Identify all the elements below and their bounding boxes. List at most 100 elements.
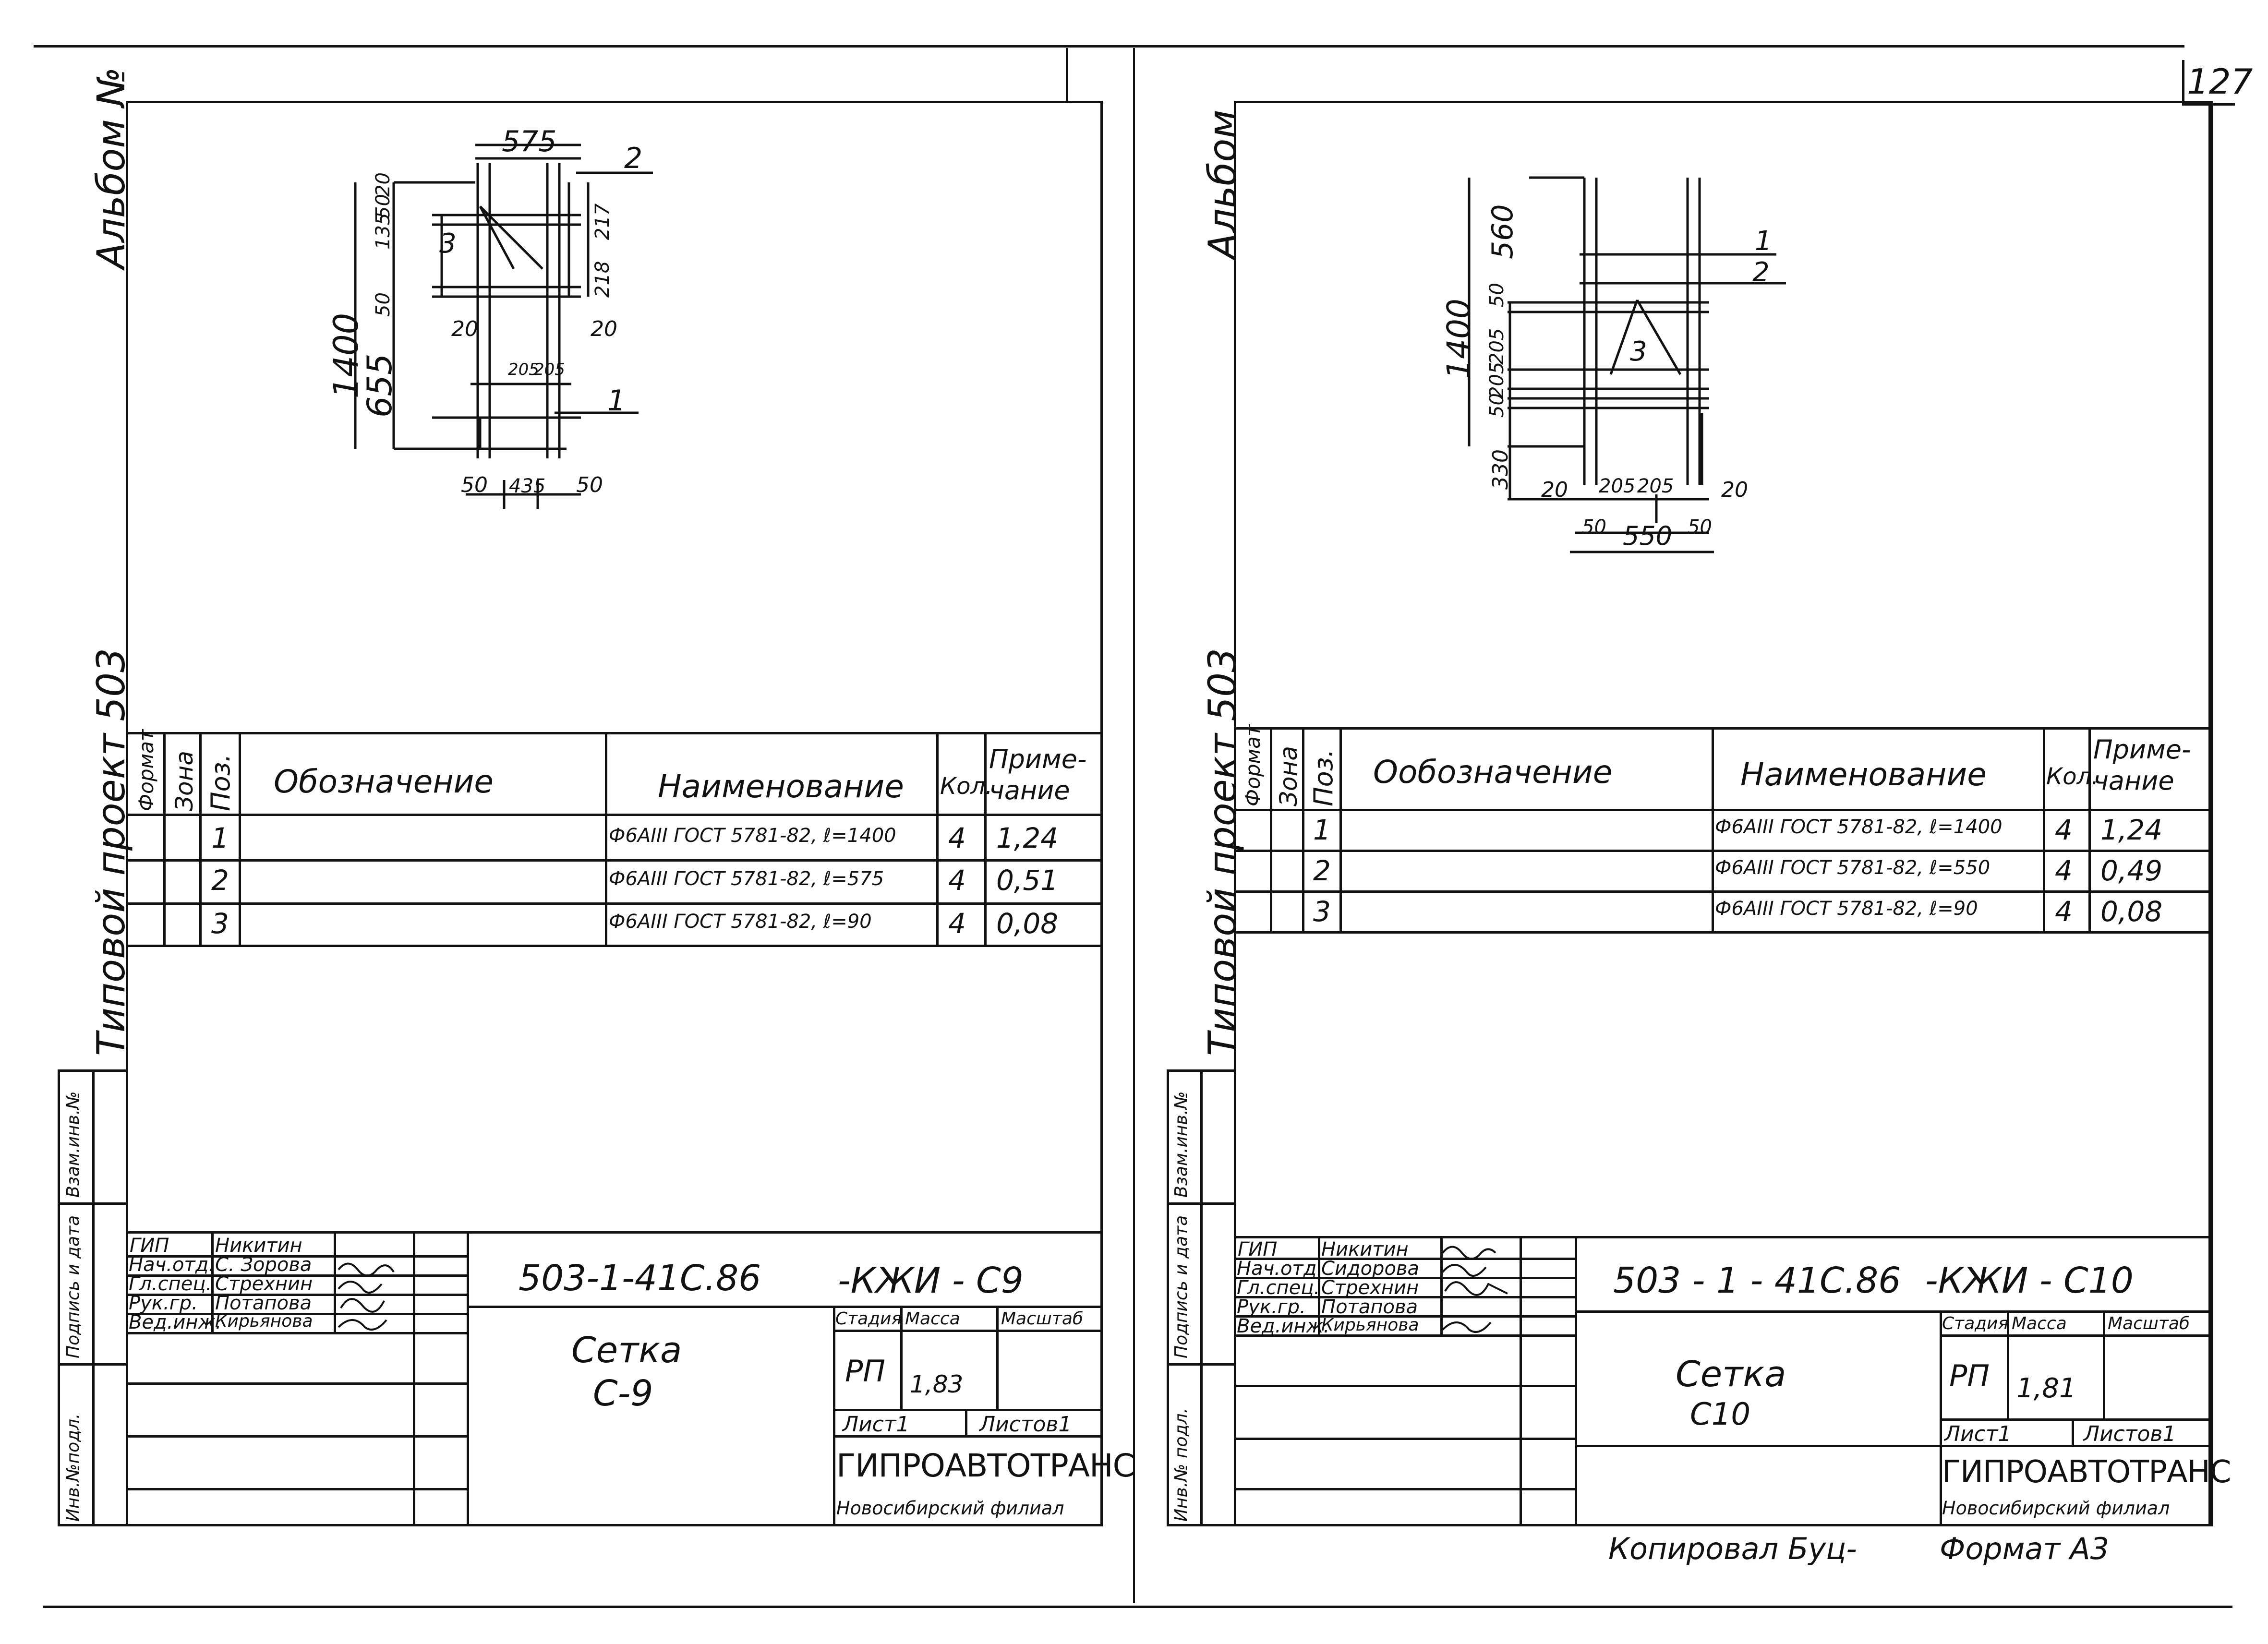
left-row1-qty: 4 [948, 822, 966, 854]
left-row1-name: Ф6АIII ГОСТ 5781-82, ℓ=1400 [609, 825, 896, 847]
right-label-2: 2 [1752, 257, 1770, 288]
left-row3-qty: 4 [948, 907, 966, 940]
format-note: Формат А3 [1940, 1531, 2110, 1566]
left-hdr-note-2: чание [989, 775, 1070, 805]
left-dim-b50a: 50 [461, 473, 488, 497]
right-row3-name: Ф6АIII ГОСТ 5781-82, ℓ=90 [1715, 898, 1978, 920]
right-dim-i20b: 20 [1721, 478, 1748, 502]
left-dim-mid-205a: 205 [508, 360, 539, 379]
right-org: ГИПРОАВТОТРАНС [1942, 1454, 2231, 1490]
left-hdr-designation: Обозначение [274, 763, 494, 800]
right-sheet: Лист1 [1944, 1422, 2012, 1446]
right-hdr-note-1: Приме- [2093, 734, 2191, 765]
left-row2-note: 0,51 [996, 864, 1059, 897]
left-row1-pos: 1 [211, 822, 229, 854]
right-row2-pos: 2 [1313, 854, 1331, 887]
right-hdr-designation: Ообозначение [1373, 754, 1613, 791]
right-hdr-note-2: чание [2093, 766, 2174, 796]
left-row3-name: Ф6АIII ГОСТ 5781-82, ℓ=90 [609, 911, 872, 933]
right-mass: 1,81 [2016, 1373, 2076, 1404]
left-row2-pos: 2 [211, 864, 229, 897]
right-title-1: Сетка [1676, 1354, 1786, 1395]
left-person-2: Стрехнин [215, 1273, 313, 1295]
right-label-3: 3 [1630, 336, 1647, 367]
right-mass-label: Масса [2012, 1314, 2067, 1333]
left-hdr-qty: Кол. [940, 773, 993, 800]
left-title-2: С-9 [593, 1373, 653, 1414]
left-dim-575: 575 [502, 125, 557, 158]
sheet-divider [1133, 48, 1135, 1603]
left-dim-b50b: 50 [576, 473, 603, 497]
left-row3-pos: 3 [211, 907, 229, 940]
right-dim-b50b: 50 [1688, 516, 1712, 538]
right-row3-note: 0,08 [2100, 895, 2163, 928]
left-row3-note: 0,08 [996, 907, 1059, 940]
right-branch: Новосибирский филиал [1942, 1498, 2170, 1519]
left-doc-code: 503-1-41С.86 [519, 1258, 761, 1299]
right-row2-note: 0,49 [2100, 854, 2163, 887]
left-mass: 1,83 [910, 1370, 964, 1398]
left-row2-qty: 4 [948, 864, 966, 897]
left-sheet: Лист1 [843, 1412, 910, 1437]
right-label-1: 1 [1755, 226, 1772, 257]
left-hdr-note-1: Приме- [989, 744, 1087, 774]
left-row1-note: 1,24 [996, 822, 1059, 854]
left-doc-suffix: -КЖИ - С9 [838, 1260, 1024, 1301]
left-hdr-name: Наименование [658, 768, 904, 805]
right-hdr-name: Наименование [1740, 756, 1987, 793]
left-person-1: С. Зорова [215, 1254, 312, 1276]
left-sheets: Листов1 [979, 1412, 1072, 1437]
top-edge-line [34, 45, 2184, 48]
copied-by-note: Копировал Буц- [1608, 1531, 1857, 1566]
right-person-3: Потапова [1321, 1296, 1418, 1318]
right-stage-label: Стадия [1942, 1314, 2009, 1333]
right-person-2: Стрехнин [1321, 1277, 1419, 1299]
right-dim-i205a: 205 [1599, 475, 1636, 497]
right-row3-qty: 4 [2055, 895, 2073, 928]
right-role-0: ГИП [1238, 1238, 1278, 1260]
top-divider-mark [1066, 48, 1068, 101]
right-person-4: Кирьянова [1321, 1315, 1419, 1335]
right-dim-i20a: 20 [1541, 478, 1568, 502]
left-person-0: Никитин [215, 1235, 302, 1257]
left-mass-label: Масса [905, 1309, 960, 1329]
left-dim-mid-205b: 205 [534, 360, 565, 379]
right-dim-b50a: 50 [1582, 516, 1606, 538]
left-role-1: Нач.отд. [129, 1254, 215, 1276]
left-dim-inner-20b: 20 [591, 317, 617, 341]
left-label-1: 1 [607, 384, 626, 418]
left-person-4: Кирьянова [215, 1311, 313, 1331]
right-person-0: Никитин [1321, 1238, 1409, 1260]
right-row1-note: 1,24 [2100, 814, 2163, 846]
left-role-2: Гл.спец. [129, 1273, 212, 1295]
left-label-2: 2 [624, 142, 643, 175]
right-role-4: Вед.инж. [1237, 1315, 1330, 1337]
left-scale-label: Масштаб [1001, 1309, 1084, 1329]
left-role-4: Вед.инж. [129, 1311, 222, 1333]
left-role-3: Рук.гр. [129, 1292, 198, 1314]
left-org: ГИПРОАВТОТРАНС [836, 1447, 1135, 1484]
right-role-3: Рук.гр. [1237, 1296, 1306, 1318]
left-title-1: Сетка [571, 1330, 682, 1371]
right-scale-label: Масштаб [2108, 1314, 2190, 1333]
right-doc-suffix: -КЖИ - С10 [1925, 1260, 2134, 1301]
right-dim-b550: 550 [1623, 521, 1673, 551]
left-role-0: ГИП [130, 1235, 169, 1257]
left-stage: РП [845, 1354, 886, 1389]
left-dim-b435: 435 [509, 475, 546, 497]
right-doc-code: 503 - 1 - 41С.86 [1613, 1260, 1901, 1301]
left-dim-inner-20a: 20 [451, 317, 478, 341]
right-row1-name: Ф6АIII ГОСТ 5781-82, ℓ=1400 [1715, 816, 2003, 838]
right-role-2: Гл.спец. [1237, 1277, 1320, 1299]
right-role-1: Нач.отд. [1237, 1258, 1323, 1280]
left-branch: Новосибирский филиал [836, 1498, 1064, 1519]
left-row2-name: Ф6АIII ГОСТ 5781-82, ℓ=575 [609, 868, 884, 890]
right-row2-name: Ф6АIII ГОСТ 5781-82, ℓ=550 [1715, 857, 1991, 879]
left-stage-label: Стадия [835, 1309, 902, 1329]
right-row2-qty: 4 [2055, 854, 2073, 887]
right-person-1: Сидорова [1321, 1258, 1420, 1280]
left-person-3: Потапова [215, 1292, 312, 1314]
